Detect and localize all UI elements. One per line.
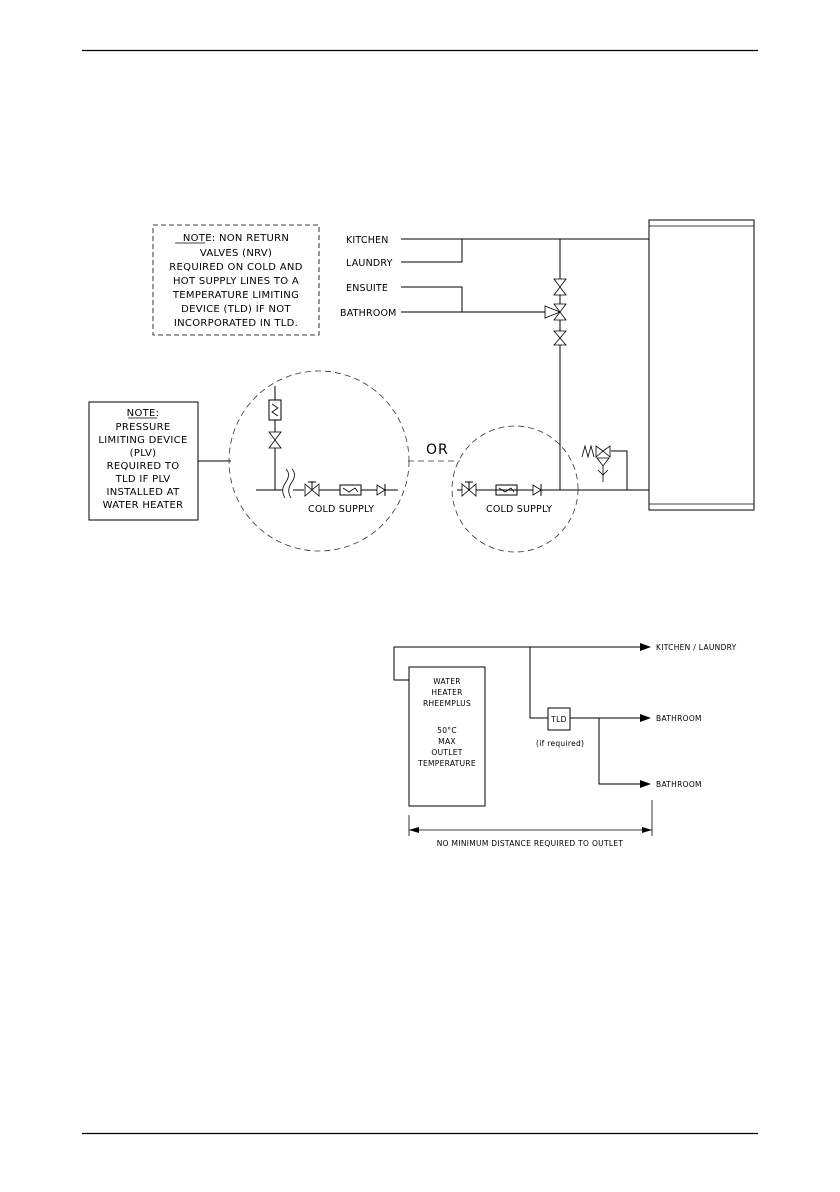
pipe-bathroom-2 (598, 718, 640, 785)
cold-supply-label-right: COLD SUPPLY (486, 504, 552, 515)
heater-line-2: HEATER (431, 688, 462, 697)
arrow-kitchen (640, 643, 651, 651)
heater-line-6: MAX (438, 737, 456, 746)
note-plv-line-8: WATER HEATER (103, 500, 184, 511)
pipe-main (393, 646, 640, 681)
heater-box (408, 666, 486, 807)
heater-line-3: RHEEMPLUS (423, 699, 471, 708)
note-plv-line-3: LIMITING DEVICE (98, 435, 187, 446)
note-nrv-line-3: REQUIRED ON COLD AND (169, 262, 302, 273)
note-nrv-line-7: INCORPORATED IN TLD. (174, 318, 298, 329)
note-nrv-line-5: TEMPERATURE LIMITING (172, 290, 299, 301)
hot-line-ensuite (401, 286, 463, 312)
outlet-bathroom-1: BATHROOM (656, 714, 702, 723)
tld-label: TLD (550, 715, 566, 724)
outlet-label-kitchen: KITCHEN (346, 235, 389, 246)
arrow-bathroom-1 (640, 714, 651, 722)
hot-line-laundry (401, 239, 463, 263)
note-nrv-line-4: HOT SUPPLY LINES TO A (173, 276, 299, 287)
note-nrv-box (152, 224, 320, 336)
note-plv-line-1: NOTE: (127, 408, 160, 419)
relief-valve (581, 444, 628, 490)
distance-note: NO MINIMUM DISTANCE REQUIRED TO OUTLET (437, 839, 624, 848)
note-plv-line-6: TLD IF PLV (115, 474, 171, 485)
tld-note: (if required) (536, 739, 584, 748)
outlet-kitchen-laundry: KITCHEN / LAUNDRY (656, 643, 737, 652)
top-diagram: NOTE: NON RETURN VALVES (NRV) REQUIRED O… (88, 219, 755, 553)
bottom-diagram: WATER HEATER RHEEMPLUS 50°C MAX OUTLET T… (393, 643, 737, 848)
note-nrv-line-6: DEVICE (TLD) IF NOT (181, 304, 291, 315)
detail-circle-left: COLD SUPPLY (228, 370, 410, 552)
tld-valve (544, 303, 567, 321)
outlet-label-ensuite: ENSUITE (346, 283, 388, 294)
heater-line-1: WATER (433, 677, 461, 686)
water-heater-tank (648, 219, 755, 511)
note-plv-line-5: REQUIRED TO (107, 461, 180, 472)
detail-circle-right: COLD SUPPLY (451, 425, 579, 553)
outlet-bathroom-2: BATHROOM (656, 780, 702, 789)
cold-supply-label-left: COLD SUPPLY (308, 504, 374, 515)
note-plv-line-4: (PLV) (130, 448, 157, 459)
or-label: OR (426, 442, 449, 458)
note-nrv-line-2: VALVES (NRV) (200, 248, 272, 259)
tld-box (547, 707, 571, 731)
arrow-bathroom-2 (640, 780, 651, 788)
dimension-line (408, 800, 653, 836)
nrv-valve-hot (553, 278, 567, 296)
heater-line-8: TEMPERATURE (417, 759, 476, 768)
note-plv-line-2: PRESSURE (116, 422, 171, 433)
pipe-to-tld (529, 647, 548, 719)
note-nrv-line-1: NOTE: NON RETURN (183, 233, 289, 244)
outlet-label-bathroom: BATHROOM (340, 308, 397, 319)
outlet-label-laundry: LAUNDRY (346, 258, 393, 269)
heater-line-7: OUTLET (431, 748, 462, 757)
note-plv-line-7: INSTALLED AT (106, 487, 180, 498)
nrv-valve-cold (553, 330, 567, 346)
heater-line-5: 50°C (437, 726, 457, 735)
